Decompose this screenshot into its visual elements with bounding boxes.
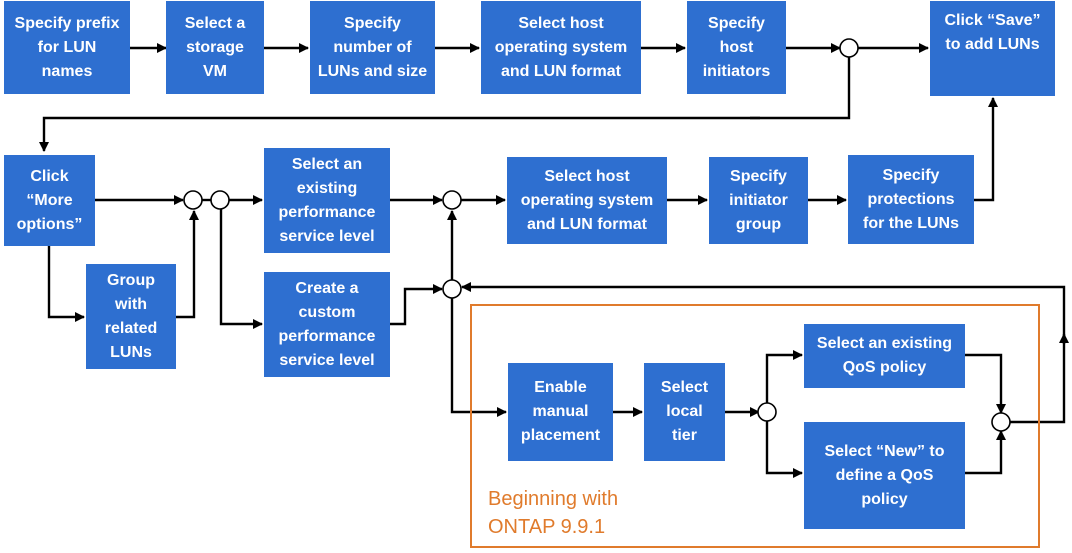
node-select-host-os-2: Select host operating system and LUN for… xyxy=(507,157,667,244)
node-create-custom-psl: Create a custom performance service leve… xyxy=(264,272,390,377)
node-specify-initiator-group: Specify initiator group xyxy=(709,157,808,244)
node-specify-number-size: Specify number of LUNs and size xyxy=(310,1,435,94)
node-select-host-os-1: Select host operating system and LUN for… xyxy=(481,1,641,94)
node-select-existing-psl: Select an existing performance service l… xyxy=(264,148,390,253)
arrow-junction-to-manual-placement xyxy=(450,298,507,417)
node-specify-protections: Specify protections for the LUNs xyxy=(848,155,974,244)
node-enable-manual-placement: Enable manual placement xyxy=(508,363,613,461)
junction-tier xyxy=(757,402,777,422)
node-specify-prefix: Specify prefix for LUN names xyxy=(4,1,130,94)
arrow-custom-psl-to-junction xyxy=(390,284,443,326)
line-junction-down-return xyxy=(750,57,851,120)
connector-lines xyxy=(39,43,1069,478)
junction-qos xyxy=(991,412,1011,432)
node-click-more-options: Click “More options” xyxy=(4,155,95,246)
node-select-local-tier: Select local tier xyxy=(644,363,725,461)
arrow-new-qos-to-junction xyxy=(965,430,1006,475)
node-click-save: Click “Save” to add LUNs xyxy=(930,1,1055,96)
node-select-storage-vm: Select a storage VM xyxy=(166,1,264,94)
junction-top xyxy=(839,38,859,58)
node-select-existing-qos: Select an existing QoS policy xyxy=(804,324,965,388)
arrow-group-to-junction xyxy=(176,210,199,319)
junction-mid-1 xyxy=(183,190,203,210)
arrow-junction-to-new-qos xyxy=(765,421,803,478)
arrow-junction-to-existing-qos xyxy=(765,350,803,403)
arrow-junction-to-custom-psl xyxy=(219,209,263,329)
node-specify-host-initiators: Specify host initiators xyxy=(687,1,786,94)
arrow-return-to-more-options xyxy=(39,116,760,152)
junction-lower xyxy=(442,279,462,299)
arrow-junction-up-right xyxy=(1010,333,1069,424)
ontap-991-region-label: Beginning with ONTAP 9.9.1 xyxy=(488,488,619,538)
arrow-protections-to-save xyxy=(974,97,998,202)
arrow-feedback-to-lower-junction xyxy=(461,282,1066,344)
ontap-991-region xyxy=(470,304,1040,548)
junction-mid-2 xyxy=(210,190,230,210)
arrow-existing-qos-to-junction xyxy=(965,353,1006,414)
junction-mid-3 xyxy=(442,190,462,210)
junction-circles xyxy=(183,38,1011,432)
arrow-more-options-to-group xyxy=(47,246,85,322)
node-group-related-luns: Group with related LUNs xyxy=(86,264,176,369)
node-select-new-qos: Select “New” to define a QoS policy xyxy=(804,422,965,529)
